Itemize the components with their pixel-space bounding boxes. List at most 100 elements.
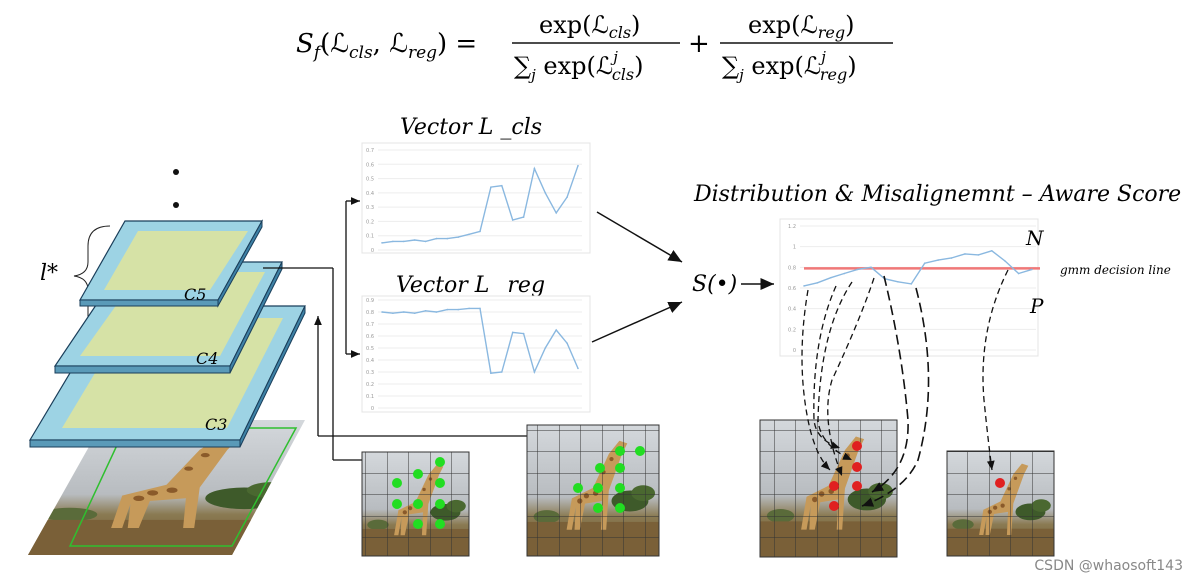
mapping-curve	[817, 281, 853, 461]
data-point	[843, 272, 846, 275]
grid-thumb-1	[361, 451, 470, 557]
svg-text:Sf(ℒcls, ℒreg) =: Sf(ℒcls, ℒreg) =	[296, 29, 477, 63]
mapping-curve	[801, 289, 831, 471]
l-star-label: l*	[40, 261, 58, 286]
data-point	[937, 259, 939, 261]
green-anchor-dot	[392, 478, 402, 488]
data-point	[435, 311, 438, 313]
green-anchor-dot	[392, 499, 402, 509]
vector-reg-title: Vector L _reg	[396, 273, 545, 298]
layer-c5: C5	[78, 219, 264, 308]
chart-frame	[361, 295, 591, 413]
y-tick-label: 0.1	[366, 234, 374, 240]
svg-text:exp(ℒreg): exp(ℒreg)	[748, 11, 854, 42]
grid-thumb-4	[946, 450, 1055, 557]
y-tick-label: 0.3	[366, 205, 374, 211]
frac1-den-j: j	[528, 66, 536, 84]
frac2-num: exp(ℒ	[748, 11, 818, 39]
data-point	[950, 257, 953, 259]
red-anchor-dot	[852, 481, 862, 491]
data-point	[856, 268, 859, 271]
data-point	[435, 237, 438, 240]
red-anchor-dot	[829, 481, 839, 491]
data-point	[544, 192, 547, 194]
frac2-den-close: )	[847, 52, 856, 80]
frac2-num-sub: reg	[818, 23, 845, 42]
green-anchor-dot	[615, 503, 625, 513]
green-anchor-dot	[413, 519, 423, 529]
green-anchor-dot	[635, 446, 645, 456]
data-point	[446, 237, 449, 240]
formula-plus: +	[688, 29, 710, 59]
formula-close: ) =	[437, 29, 477, 59]
formula-args: (ℒ	[320, 29, 349, 59]
data-point	[1004, 260, 1006, 262]
frac1-den-sub: cls	[612, 65, 634, 84]
frac1-den-sum: ∑	[514, 52, 531, 80]
data-point	[413, 312, 416, 315]
red-anchor-dot	[852, 462, 862, 472]
red-anchor-dot	[829, 501, 839, 511]
mapping-curve	[827, 277, 875, 477]
green-anchor-dot	[593, 503, 603, 513]
green-anchor-dot	[615, 446, 625, 456]
y-tick-label: 0.2	[366, 382, 374, 388]
ellipsis-dot	[173, 202, 179, 208]
ellipsis-dot	[173, 169, 179, 175]
y-tick-label: 0.6	[788, 286, 796, 292]
data-point	[457, 308, 460, 311]
data-point	[1017, 272, 1020, 275]
data-point	[424, 310, 427, 312]
y-tick-label: 0	[793, 348, 796, 354]
y-tick-label: 0.6	[366, 334, 374, 340]
data-point	[870, 266, 872, 269]
data-point	[490, 372, 492, 375]
data-point	[923, 262, 926, 265]
data-point	[511, 331, 514, 334]
feature-pyramid: l* C3 C4	[28, 169, 306, 555]
cls-chart: 0.70.60.50.40.30.20.10	[361, 142, 591, 254]
frac2-den-j: j	[736, 66, 744, 84]
data-point	[910, 283, 913, 285]
data-point	[566, 342, 568, 345]
formula-comma: , ℒ	[373, 29, 408, 59]
reg-chart: 0.90.80.70.60.50.40.30.20.10	[361, 295, 591, 413]
green-anchor-dot	[615, 463, 625, 473]
data-point	[533, 371, 536, 373]
frac1-num: exp(ℒ	[539, 11, 609, 39]
y-tick-label: 0.2	[788, 327, 796, 333]
data-point	[990, 250, 993, 252]
y-tick-label: 0.2	[366, 219, 374, 225]
data-point	[533, 167, 536, 170]
data-point	[479, 307, 481, 310]
green-anchor-dot	[573, 483, 583, 493]
green-anchor-dot	[595, 463, 605, 473]
green-anchor-dot	[435, 478, 445, 488]
green-anchor-dot	[435, 499, 445, 509]
y-tick-label: 0.8	[366, 310, 374, 316]
mapping-curve	[861, 287, 930, 507]
y-tick-label: 0	[371, 406, 374, 412]
green-anchor-dot	[413, 469, 423, 479]
data-point	[830, 276, 832, 279]
mapping-curve	[871, 275, 909, 493]
data-point	[479, 230, 481, 233]
data-point	[522, 332, 525, 335]
frac1-num-close: )	[631, 11, 640, 39]
data-point	[500, 371, 503, 373]
y-tick-label: 0.7	[366, 148, 374, 154]
data-point	[977, 254, 980, 256]
frac1-den-close: )	[634, 52, 643, 80]
data-point	[392, 312, 394, 315]
grid-thumb-2	[526, 424, 660, 557]
frac2-den-sum: ∑	[722, 52, 739, 80]
frac1-den-sup: j	[610, 48, 618, 66]
frac1-num-sub: cls	[609, 23, 631, 42]
green-anchor-dot	[615, 483, 625, 493]
red-anchor-dot	[852, 441, 862, 451]
data-point	[555, 212, 558, 214]
c5-label: C5	[184, 285, 206, 304]
